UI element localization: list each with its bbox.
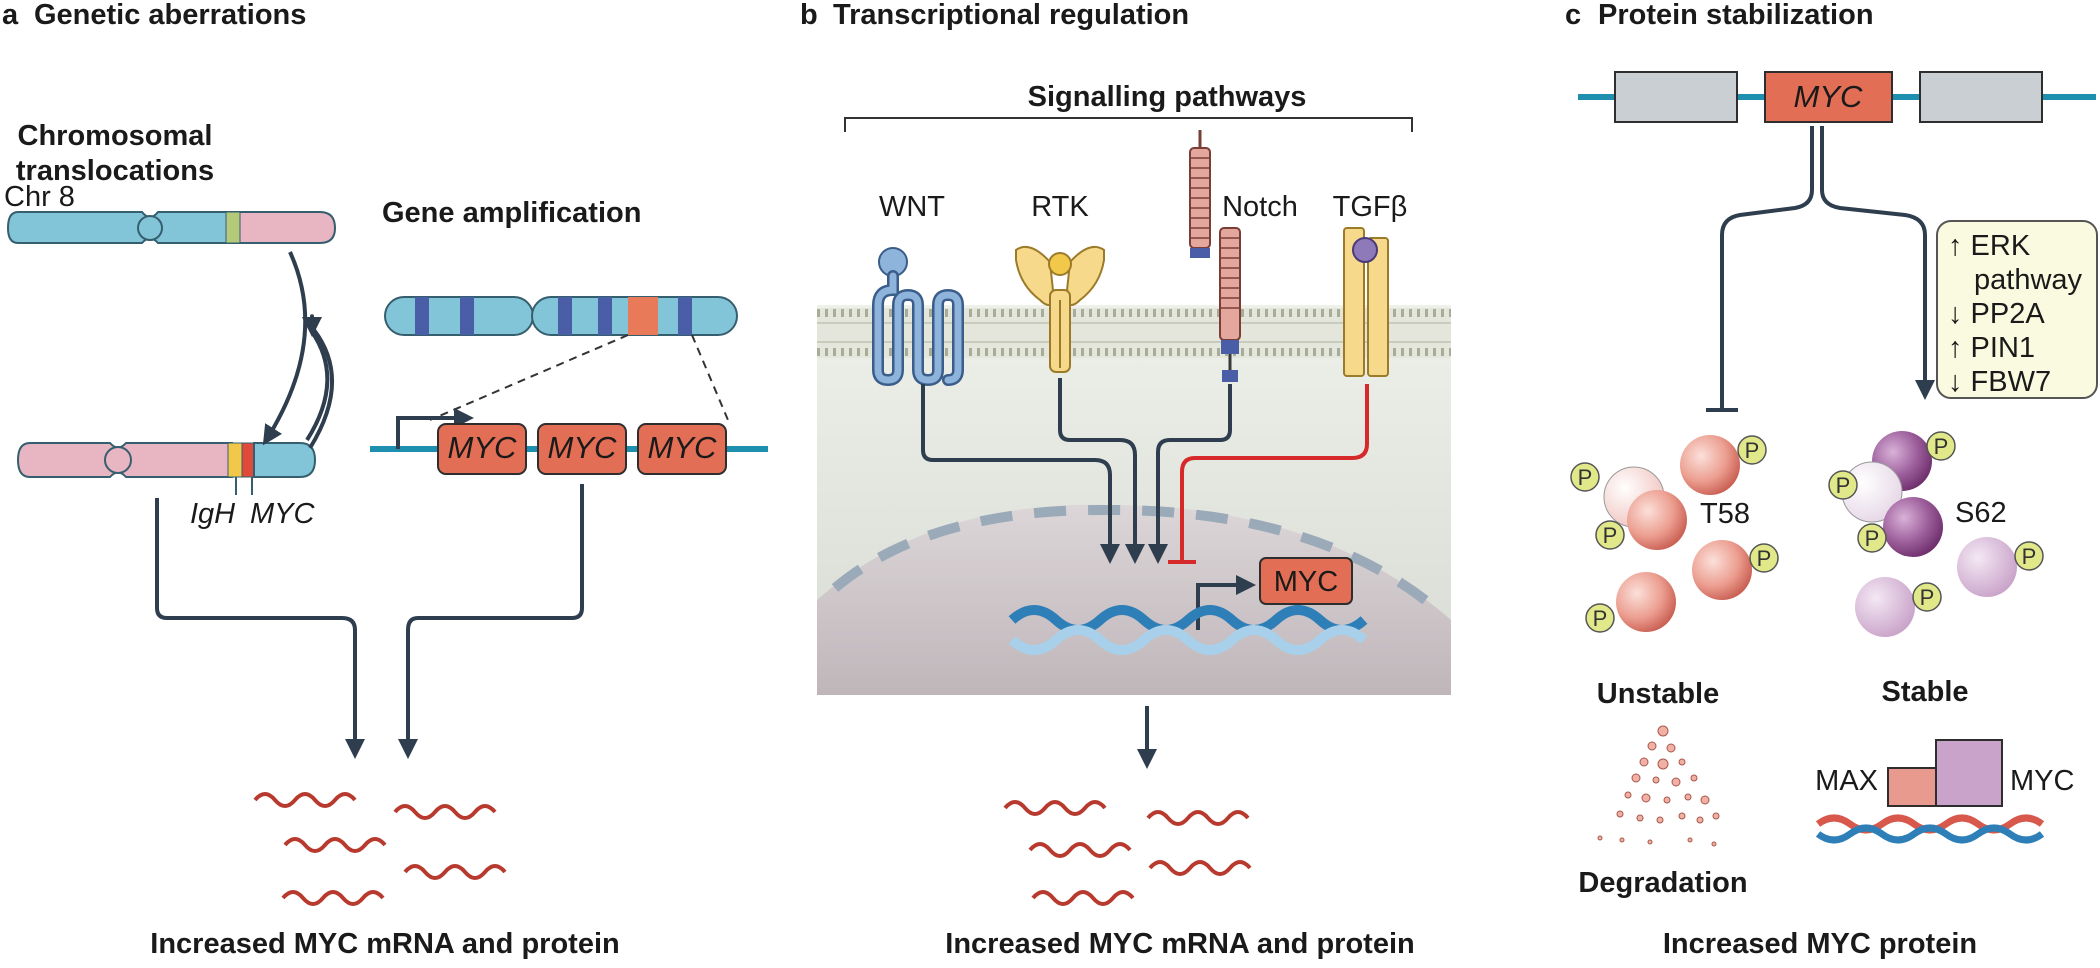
chromosome-8 [6, 211, 337, 244]
phospho-label-s5: P [1920, 585, 1935, 610]
s62-label: S62 [1955, 497, 2007, 529]
phospho-label-u1: P [1578, 465, 1593, 490]
myc-protein-c [1935, 739, 2003, 807]
myc-copy-2-label: MYC [548, 430, 618, 465]
panel-c-footer: Increased MYC protein [1663, 928, 1977, 960]
arrow-translocation-to-mrna [155, 498, 365, 759]
exon-right [1919, 71, 2043, 123]
wnt-receptor [872, 247, 964, 387]
igh-label: IgH [190, 498, 235, 530]
myc-copy-1-label: MYC [448, 430, 518, 465]
wnt-signal-arrow [921, 384, 1120, 564]
myc-exon-label: MYC [1794, 79, 1864, 114]
receptor-label-tgfb: TGFβ [1333, 191, 1408, 223]
panel-c: c Protein stabilization MYC ↑ ERK pathwa… [1565, 0, 2098, 960]
translocated-chromosome [16, 442, 317, 495]
unstable-label: Unstable [1597, 678, 1719, 710]
translocations-title-line1: Chromosomal [18, 120, 213, 152]
myc-copy-3-label: MYC [648, 430, 718, 465]
max-label: MAX [1815, 765, 1878, 797]
stabilizer-pp2a: ↓ PP2A [1948, 298, 2045, 330]
phospho-label-u2: P [1745, 438, 1760, 463]
panel-b-title: Transcriptional regulation [833, 0, 1189, 31]
phospho-label-s3: P [1865, 526, 1880, 551]
phospho-label-u5: P [1593, 606, 1608, 631]
max-protein [1887, 767, 1937, 807]
myc-copies: MYC MYC MYC [437, 423, 727, 475]
stable-proteins: P P P P P [1828, 431, 2044, 637]
translocation-arrow-down [262, 251, 308, 446]
promoter-arrow-a [396, 408, 474, 449]
stabilizer-box [1936, 220, 2098, 399]
tgfb-inhibit-line [1180, 384, 1369, 562]
mrna-cluster-b [1003, 800, 1252, 906]
panel-a-footer: Increased MYC mRNA and protein [150, 928, 619, 960]
amplified-chromosome [384, 296, 738, 336]
myc-exon [1764, 71, 1893, 123]
arrow-amplification-to-mrna [398, 484, 584, 759]
phospho-label-s1: P [1934, 434, 1949, 459]
rtk-signal-arrow [1058, 378, 1145, 564]
receptor-label-rtk: RTK [1031, 191, 1089, 223]
phospho-label-s2: P [1836, 473, 1851, 498]
panel-a: a Genetic aberrations Chromosomal transl… [2, 0, 768, 960]
panel-b-footer: Increased MYC mRNA and protein [945, 928, 1414, 960]
branch-unstable [1720, 126, 1814, 410]
myc-protein-label: MYC [2010, 765, 2074, 797]
myc-label-translocation: MYC [250, 498, 316, 530]
translocation-arrow-up-path [308, 328, 334, 450]
unstable-proteins: P P P P P [1570, 435, 1779, 633]
stabilizer-erk: ↑ ERK [1948, 230, 2031, 262]
exon-left [1614, 71, 1738, 123]
branch-stable-arrow [1820, 126, 1935, 400]
myc-gene-box [1259, 557, 1353, 605]
panel-c-letter: c [1565, 0, 1581, 31]
myc-copy-2 [537, 423, 627, 475]
stabilizer-pathway: pathway [1974, 264, 2083, 296]
t58-label: T58 [1700, 498, 1750, 530]
signalling-title: Signalling pathways [1028, 81, 1307, 113]
mrna-cluster-a [253, 792, 507, 906]
stable-label: Stable [1881, 676, 1968, 708]
panel-c-title: Protein stabilization [1598, 0, 1874, 31]
dna-helix-c [1815, 814, 2045, 844]
translocations-title-line2: translocations [16, 155, 214, 187]
amplification-title: Gene amplification [382, 197, 641, 229]
degradation-fragments [1597, 725, 1720, 847]
myc-copy-3 [637, 423, 727, 475]
signalling-bracket [844, 117, 1413, 132]
phospho-label-u3: P [1603, 523, 1618, 548]
panel-b: b Transcriptional regulation Signalling … [800, 0, 1451, 960]
degradation-label: Degradation [1578, 867, 1747, 899]
receptor-label-wnt: WNT [879, 191, 945, 223]
panel-b-letter: b [800, 0, 818, 31]
panel-a-title: Genetic aberrations [34, 0, 306, 31]
dna-double-helix [1008, 605, 1368, 655]
myc-gene-box-label: MYC [1274, 566, 1338, 598]
stabilizer-pin1: ↑ PIN1 [1948, 332, 2035, 364]
phospho-label-u4: P [1757, 546, 1772, 571]
panel-a-letter: a [2, 0, 19, 31]
notch-receptor [1189, 130, 1241, 382]
chr8-label: Chr 8 [4, 181, 75, 213]
rtk-receptor [1015, 246, 1105, 373]
receptor-label-notch: Notch [1222, 191, 1298, 223]
notch-signal-arrow [1148, 384, 1232, 564]
translocation-arrow-up [302, 314, 330, 442]
stabilizer-fbw7: ↓ FBW7 [1948, 366, 2051, 398]
phospho-label-s4: P [2022, 544, 2037, 569]
myc-copy-1 [437, 423, 527, 475]
tgfb-receptor [1343, 227, 1389, 377]
